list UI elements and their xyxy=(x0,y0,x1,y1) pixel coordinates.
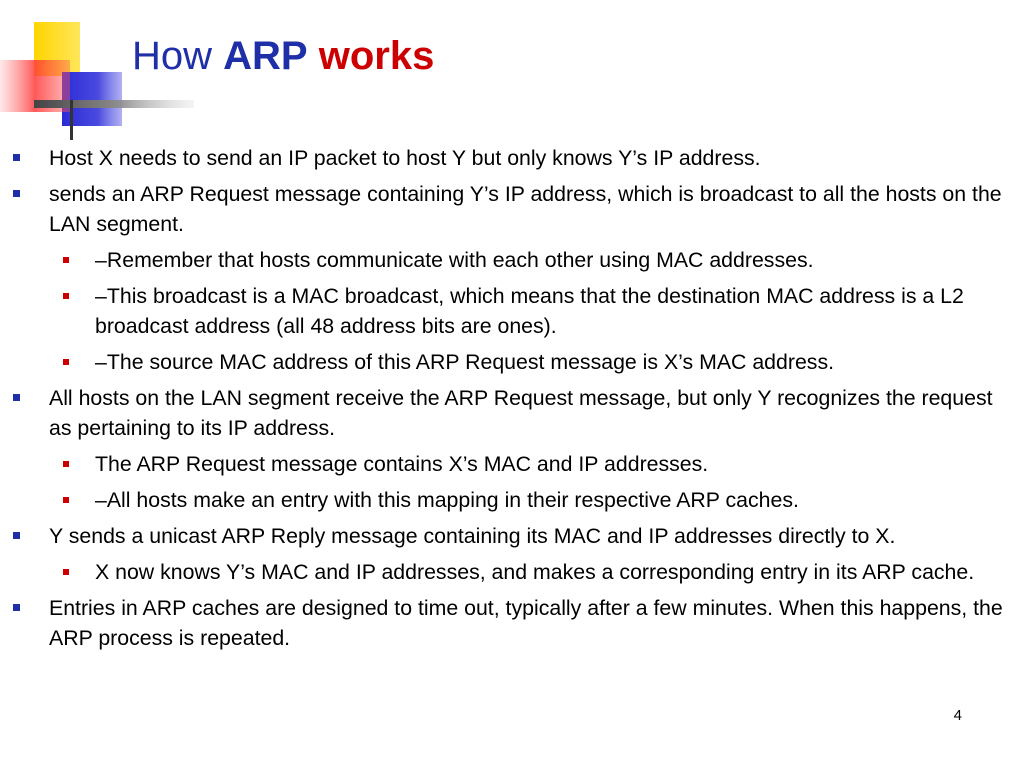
bullet-item: Y sends a unicast ARP Reply message cont… xyxy=(13,521,1011,551)
sub-bullet-text: –This broadcast is a MAC broadcast, whic… xyxy=(95,284,964,338)
bullet-text: Entries in ARP caches are designed to ti… xyxy=(49,596,1003,650)
bullet-text: All hosts on the LAN segment receive the… xyxy=(49,386,993,440)
sub-bullet-item: –The source MAC address of this ARP Requ… xyxy=(63,347,1013,377)
bullet-square-icon xyxy=(13,604,20,611)
sub-bullet-square-icon xyxy=(63,359,69,365)
bullet-item: Entries in ARP caches are designed to ti… xyxy=(13,593,1011,653)
sub-bullet-square-icon xyxy=(63,569,69,575)
title-accent: works xyxy=(318,34,435,78)
bullet-item: sends an ARP Request message containing … xyxy=(13,179,1011,239)
bullet-square-icon xyxy=(13,532,20,539)
title-prefix: How xyxy=(132,34,213,78)
slide-title: How ARP works xyxy=(132,30,434,82)
bullet-text: Y sends a unicast ARP Reply message cont… xyxy=(49,524,896,548)
sub-bullet-square-icon xyxy=(63,497,69,503)
bullet-square-icon xyxy=(13,394,20,401)
sub-bullet-text: –Remember that hosts communicate with ea… xyxy=(95,248,814,272)
bullet-text: sends an ARP Request message containing … xyxy=(49,182,1002,236)
bullet-text: Host X needs to send an IP packet to hos… xyxy=(49,146,761,170)
sub-bullet-square-icon xyxy=(63,293,69,299)
sub-bullet-text: –The source MAC address of this ARP Requ… xyxy=(95,350,835,374)
sub-bullet-item: –All hosts make an entry with this mappi… xyxy=(63,485,1013,515)
sub-bullet-item: –This broadcast is a MAC broadcast, whic… xyxy=(63,281,1013,341)
sub-bullet-text: –All hosts make an entry with this mappi… xyxy=(95,488,799,512)
page-number: 4 xyxy=(953,707,962,724)
bullet-square-icon xyxy=(13,154,20,161)
sub-bullet-square-icon xyxy=(63,461,69,467)
slide-logo-graphic xyxy=(0,0,200,142)
sub-bullet-text: X now knows Y’s MAC and IP addresses, an… xyxy=(95,560,975,584)
sub-bullet-square-icon xyxy=(63,257,69,263)
sub-bullet-item: X now knows Y’s MAC and IP addresses, an… xyxy=(63,557,1013,587)
sub-bullet-item: The ARP Request message contains X’s MAC… xyxy=(63,449,1013,479)
bullet-item: Host X needs to send an IP packet to hos… xyxy=(13,143,1011,173)
bullet-item: All hosts on the LAN segment receive the… xyxy=(13,383,1011,443)
sub-bullet-item: –Remember that hosts communicate with ea… xyxy=(63,245,1013,275)
bullet-list: Host X needs to send an IP packet to hos… xyxy=(0,143,1024,653)
title-emphasis: ARP xyxy=(223,34,308,78)
bullet-square-icon xyxy=(13,190,20,197)
sub-bullet-text: The ARP Request message contains X’s MAC… xyxy=(95,452,709,476)
